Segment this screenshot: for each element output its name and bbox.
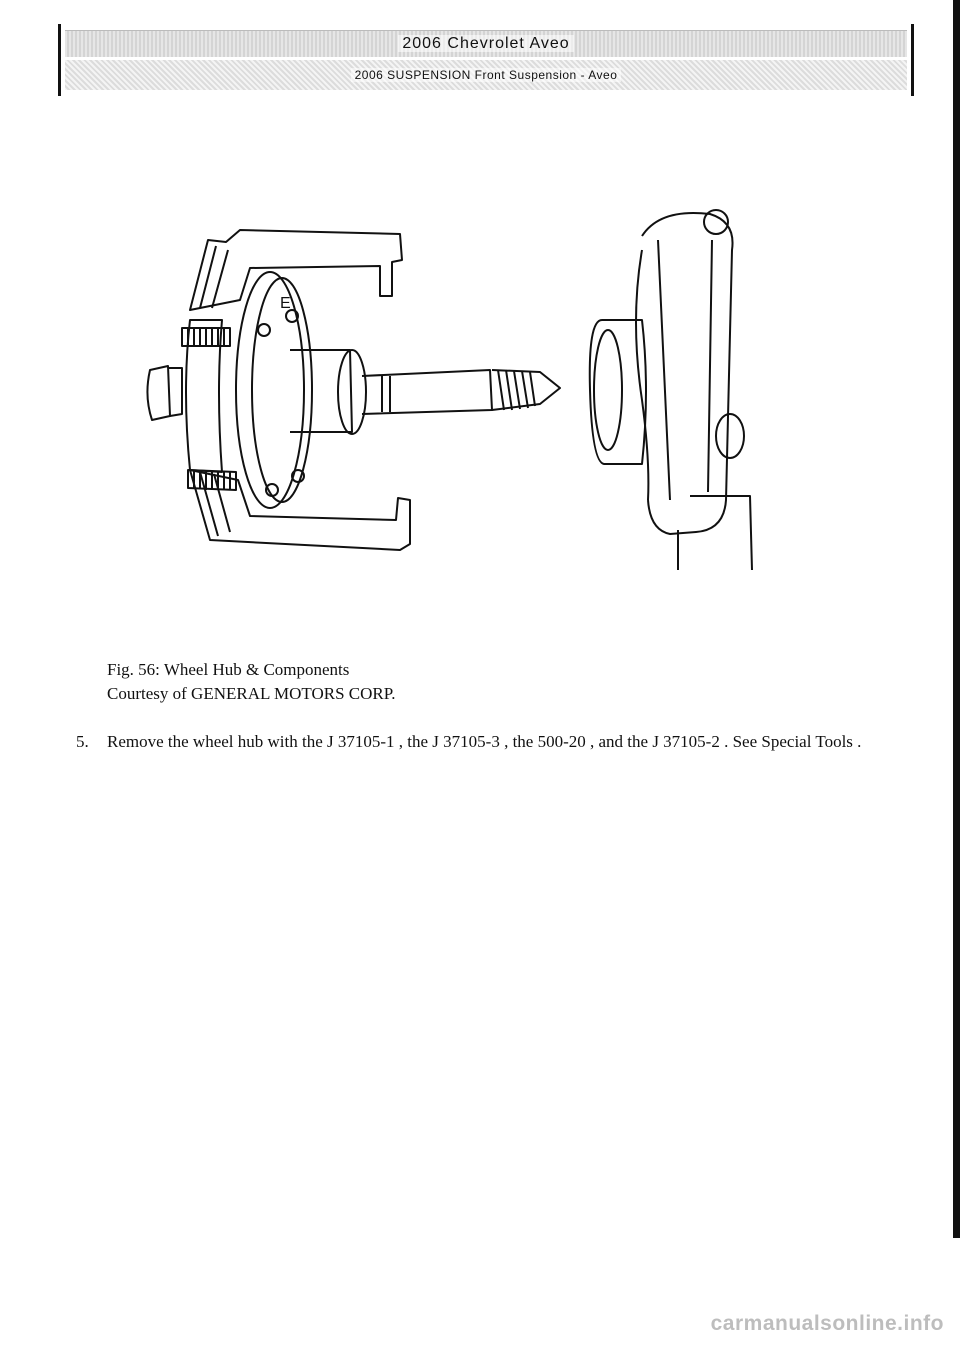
step-text: Remove the wheel hub with the J 37105-1 …	[107, 732, 862, 751]
document-subtitle: 2006 SUSPENSION Front Suspension - Aveo	[65, 60, 907, 90]
document-title: 2006 Chevrolet Aveo	[65, 30, 907, 57]
figure-label-e: E	[280, 295, 291, 312]
page-edge-bar	[953, 0, 960, 1238]
figure-caption: Fig. 56: Wheel Hub & Components Courtesy…	[107, 658, 396, 706]
wheel-hub-illustration: E	[146, 209, 753, 571]
step-number: 5.	[76, 732, 89, 751]
page-header: 2006 Chevrolet Aveo 2006 SUSPENSION Fron…	[58, 24, 914, 96]
figure-caption-credit: Courtesy of GENERAL MOTORS CORP.	[107, 684, 396, 703]
watermark: carmanualsonline.info	[710, 1312, 944, 1335]
figure-caption-title: Fig. 56: Wheel Hub & Components	[107, 660, 350, 679]
